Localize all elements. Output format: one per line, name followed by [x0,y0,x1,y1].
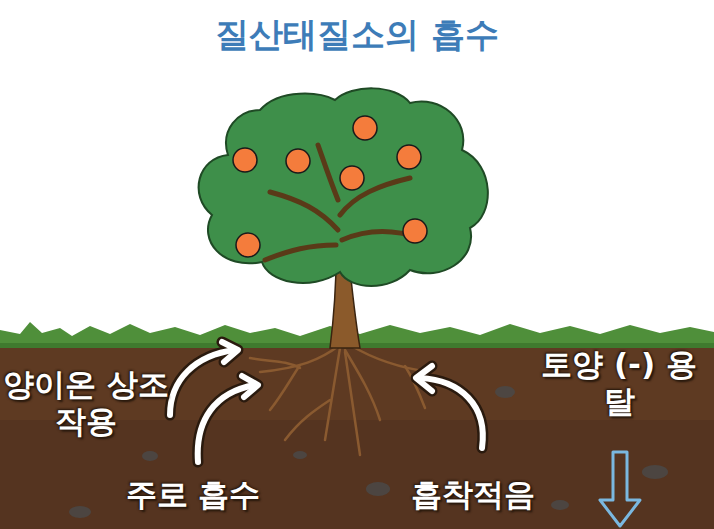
ground-label: 주로 흡수 [98,476,288,513]
ground-label: 양이온 상조작용 [2,366,170,440]
title: 질산태질소의 흡수 [100,14,614,55]
ground-label: 흡착적음 [385,476,560,513]
ground-label: 토양 (-) 용탈 [540,346,698,420]
